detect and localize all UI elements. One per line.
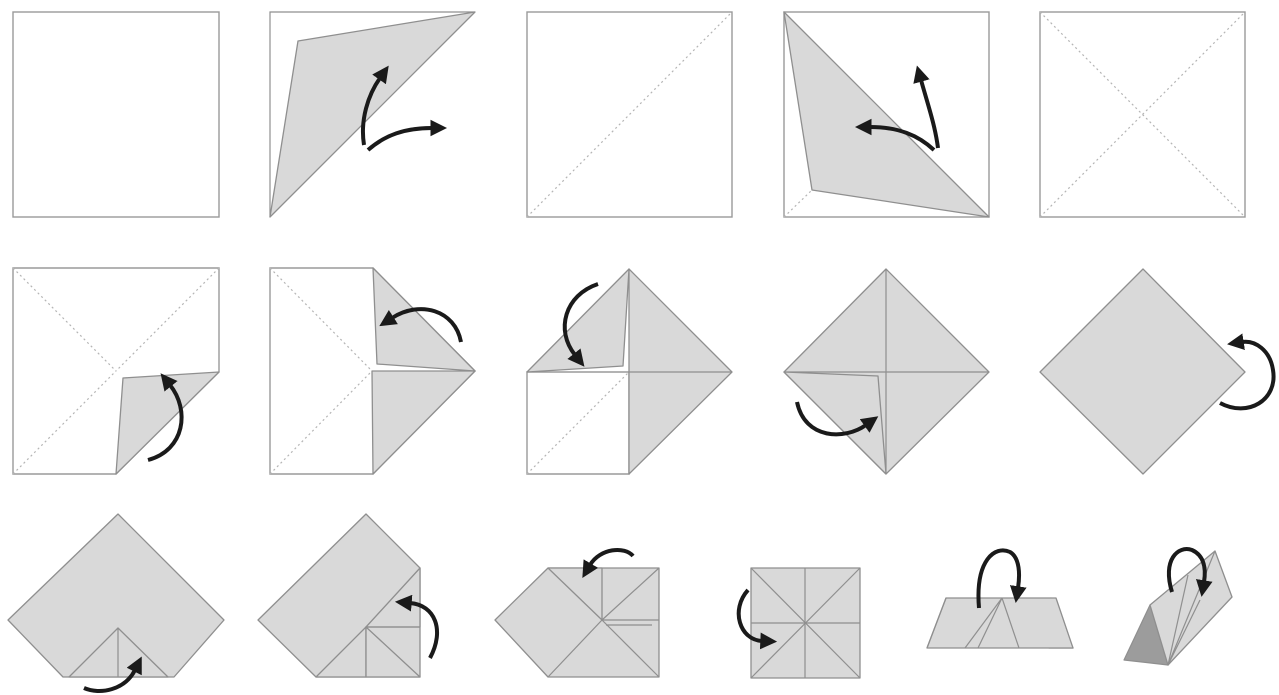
- turn-over-arrow-icon: [1219, 333, 1276, 411]
- fold-over-arrow-icon: [976, 548, 1027, 609]
- fold-arrow-icon: [562, 282, 599, 367]
- step-10-turn-over: [1039, 268, 1276, 475]
- fold-right-arrow-icon: [366, 119, 448, 152]
- fold-arrow-icon: [736, 588, 778, 650]
- step-2-diagonal-fold: [269, 11, 476, 218]
- fold-arrow-icon: [379, 307, 463, 343]
- fold-left-arrow-icon: [854, 118, 936, 152]
- step-4-other-diagonal-fold: [783, 11, 990, 218]
- step-16-final-shape: [1123, 547, 1233, 666]
- step-7-fold-second-corner: [269, 267, 476, 475]
- fold-up-arrow-icon: [913, 65, 940, 149]
- step-14-fold-left-corner: [736, 567, 861, 679]
- step-5-x-creases: [1039, 11, 1246, 218]
- fold-over-arrow-icon: [1166, 547, 1213, 597]
- step-6-fold-corner-to-center: [12, 267, 220, 475]
- fold-up-arrow-icon: [361, 65, 389, 146]
- fold-arrow-icon: [394, 594, 440, 659]
- fold-arrow-icon: [795, 401, 879, 437]
- step-8-fold-third-corner: [526, 268, 733, 475]
- fold-arrow-icon: [147, 373, 184, 462]
- step-15-fold-in-half: [926, 548, 1074, 649]
- step-12-fold-right-corner: [257, 513, 440, 678]
- step-1-blank-square: [12, 11, 220, 218]
- step-3-diagonal-crease: [526, 11, 733, 218]
- step-13-fold-top-corner: [494, 547, 660, 678]
- step-11-fold-bottom-corner: [7, 513, 225, 693]
- fold-up-arrow-icon: [83, 656, 142, 693]
- fold-arrow-icon: [582, 547, 635, 579]
- step-9-fold-last-corner: [783, 268, 990, 475]
